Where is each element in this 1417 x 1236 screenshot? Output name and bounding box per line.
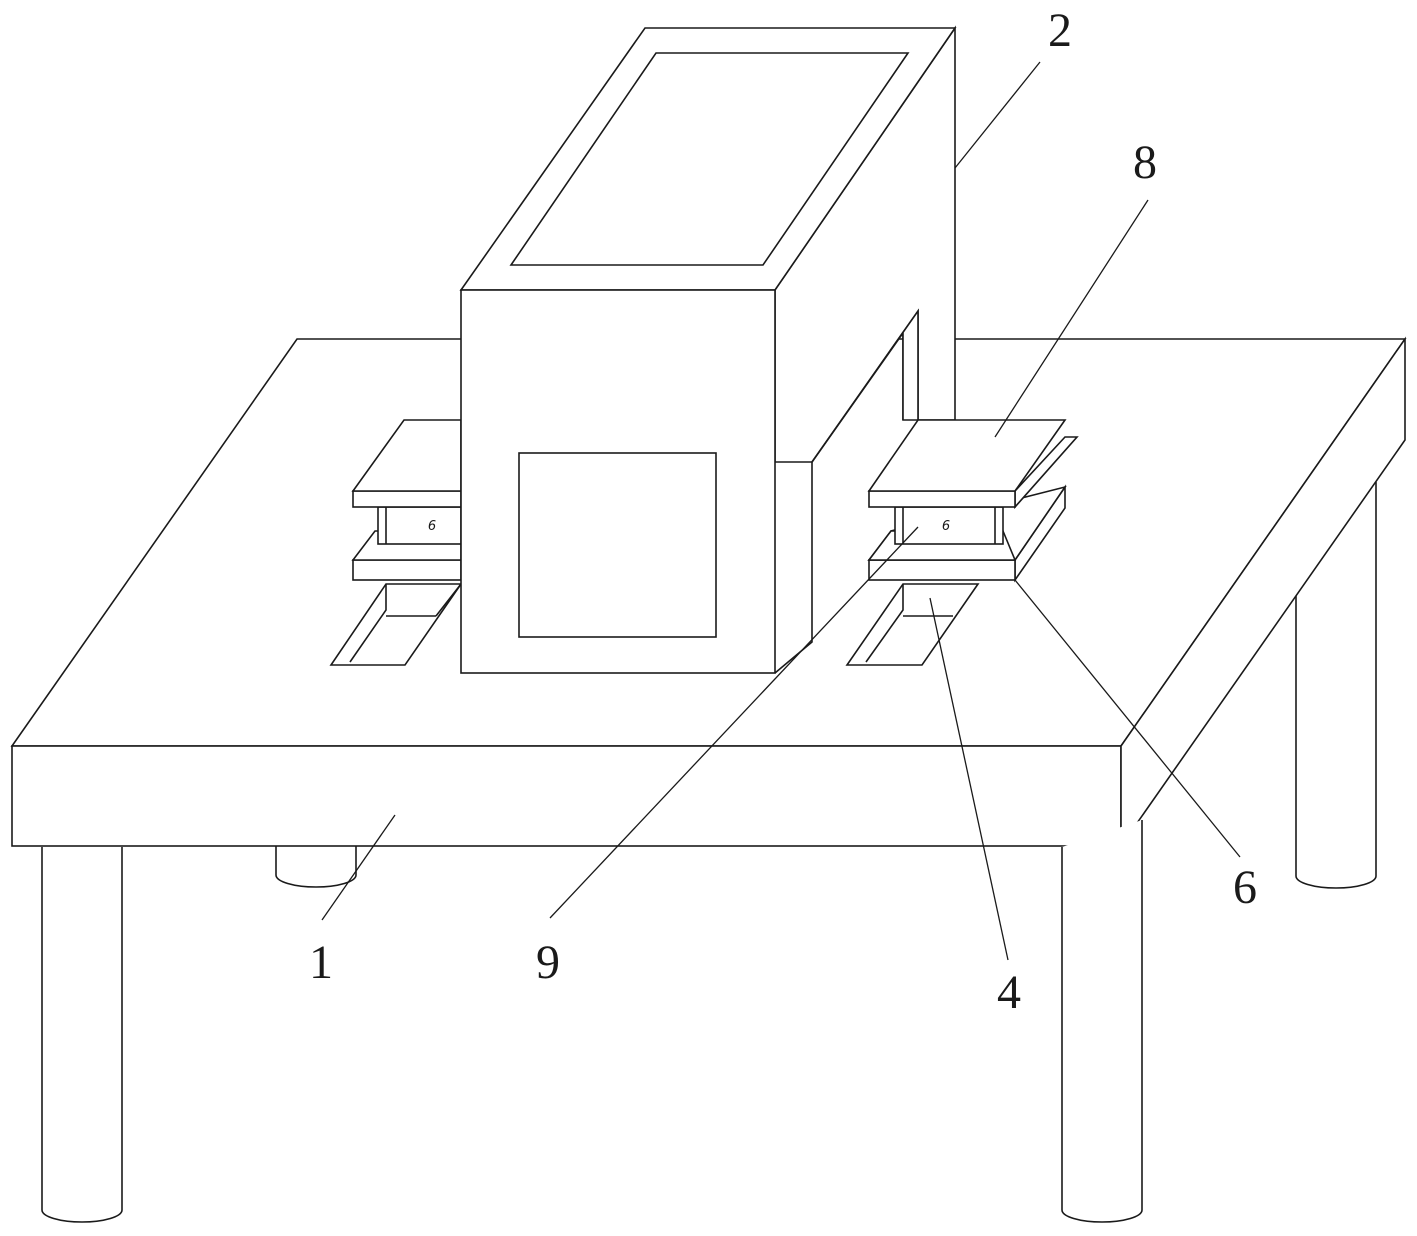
leader-6 — [1014, 579, 1241, 858]
top-window — [509, 52, 910, 266]
left-lower-plate — [352, 559, 462, 581]
label-2: 2 — [1048, 4, 1072, 57]
right-lower-plate — [868, 559, 1016, 581]
back-left-leg — [275, 846, 357, 888]
left-upper-plate — [352, 490, 462, 508]
right-slot — [845, 583, 980, 666]
right-rail-slot — [845, 583, 980, 666]
leader-9 — [549, 526, 919, 919]
front-left-leg — [41, 847, 123, 1223]
housing-rear-panel — [774, 25, 956, 674]
label-4: 4 — [997, 966, 1021, 1019]
leader-lines — [321, 61, 1241, 961]
back-legs — [275, 482, 1377, 889]
right-upper-plate — [868, 490, 1016, 508]
left-bolt-mark: 6 — [428, 519, 436, 534]
leader-4 — [929, 597, 1009, 961]
housing — [459, 27, 957, 674]
right-upper-plate-top — [867, 419, 1067, 492]
front-legs — [41, 820, 1143, 1223]
leader-1 — [321, 814, 396, 921]
label-8: 8 — [1133, 136, 1157, 189]
right-clamp: 6 — [867, 419, 1079, 583]
front-right-leg — [1061, 820, 1143, 1223]
table-side-face — [1120, 336, 1406, 849]
front-window — [518, 452, 717, 638]
right-block — [894, 506, 1004, 545]
left-block — [377, 506, 462, 545]
right-bolt-mark: 6 — [942, 519, 950, 534]
back-right-leg — [1295, 482, 1377, 889]
leader-8 — [994, 199, 1149, 438]
leader-2 — [954, 61, 1041, 169]
label-6: 6 — [1233, 861, 1257, 914]
reference-numerals: 2 8 6 4 9 1 — [309, 4, 1257, 1019]
label-1: 1 — [309, 936, 333, 989]
label-9: 9 — [536, 936, 560, 989]
table-front-face — [11, 745, 1122, 847]
housing-opening-frame — [811, 308, 919, 463]
